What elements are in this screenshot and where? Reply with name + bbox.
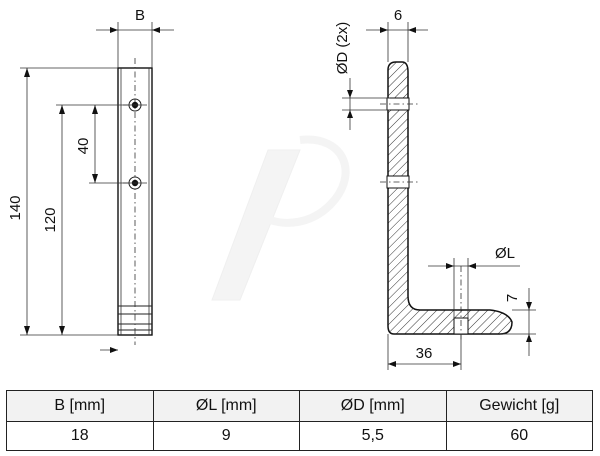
- dim-width-b-label: B: [135, 7, 145, 24]
- spec-value-b: 18: [6, 421, 154, 451]
- spec-value-weight: 60: [445, 421, 593, 451]
- spec-value-hole-diameter: 5,5: [299, 421, 447, 451]
- spec-header-hole-diameter: ØD [mm]: [299, 390, 447, 422]
- spec-table-header-row: B [mm] ØL [mm] ØD [mm] Gewicht [g]: [6, 390, 593, 422]
- dim-hole-spacing-40-label: 40: [75, 138, 92, 155]
- spec-header-b: B [mm]: [6, 390, 154, 422]
- watermark-logo: [211, 135, 350, 301]
- spec-table-value-row: 18 9 5,5 60: [6, 421, 593, 451]
- front-view: B 140 120 40: [7, 7, 174, 353]
- dim-foot-height-7-label: 7: [504, 294, 521, 302]
- technical-drawing: B 140 120 40: [7, 7, 536, 370]
- spec-header-slot-diameter: ØL [mm]: [152, 390, 300, 422]
- side-view: 6 ØD (2x) ØL 7 36: [334, 7, 536, 370]
- dim-height-120-label: 120: [42, 207, 59, 232]
- dim-foot-length-36-label: 36: [416, 345, 433, 362]
- spec-table: B [mm] ØL [mm] ØD [mm] Gewicht [g] 18 9 …: [6, 390, 593, 451]
- dim-hole-diameter-label: ØD (2x): [334, 22, 351, 75]
- dim-height-140-label: 140: [7, 195, 24, 220]
- spec-value-slot-diameter: 9: [152, 421, 300, 451]
- dim-thickness-6-label: 6: [394, 7, 402, 24]
- bracket-side-section: [387, 61, 513, 335]
- spec-header-weight: Gewicht [g]: [445, 390, 593, 422]
- dim-slot-diameter-label: ØL: [495, 245, 515, 262]
